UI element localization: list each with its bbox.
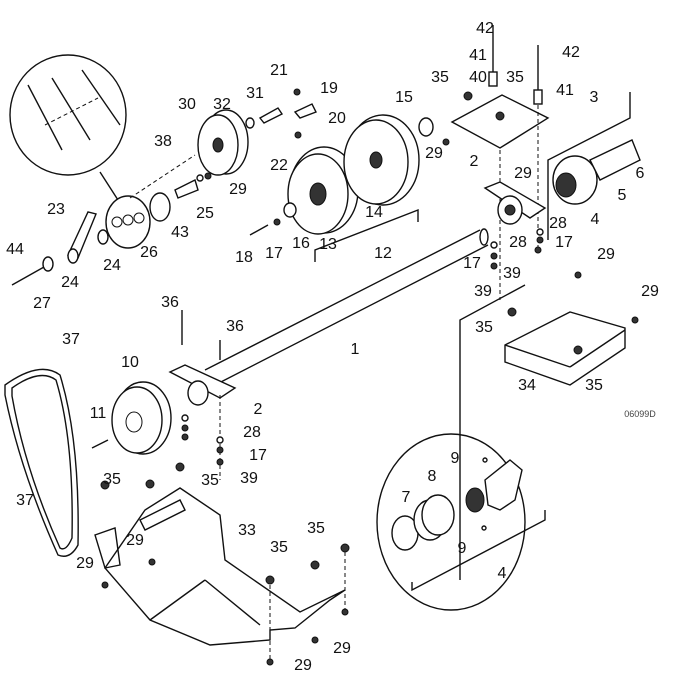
u-joint-detail-callout <box>376 433 546 611</box>
label-7: 7 <box>402 489 411 506</box>
label-29: 29 <box>294 657 312 674</box>
label-31: 31 <box>246 85 264 102</box>
label-29: 29 <box>76 555 94 572</box>
label-43: 43 <box>171 224 189 241</box>
label-29: 29 <box>229 181 247 198</box>
label-16: 16 <box>292 235 310 252</box>
electric-clutch-assembly <box>249 114 434 262</box>
figure-code: 06099D <box>624 409 656 419</box>
label-37: 37 <box>62 331 80 348</box>
label-39: 39 <box>474 283 492 300</box>
label-17: 17 <box>265 245 283 262</box>
label-2: 2 <box>254 401 263 418</box>
label-28: 28 <box>243 424 261 441</box>
label-11: 11 <box>90 405 107 422</box>
label-35: 35 <box>270 539 288 556</box>
label-4: 4 <box>498 565 507 582</box>
label-41: 41 <box>469 47 487 64</box>
label-35: 35 <box>431 69 449 86</box>
label-35: 35 <box>201 472 219 489</box>
bearing-housing-2 <box>483 181 547 270</box>
label-39: 39 <box>503 265 521 282</box>
label-4: 4 <box>591 211 600 228</box>
label-27: 27 <box>33 295 51 312</box>
label-37: 37 <box>16 492 34 509</box>
label-35: 35 <box>585 377 603 394</box>
label-36: 36 <box>226 318 244 335</box>
label-25: 25 <box>196 205 214 222</box>
label-42: 42 <box>562 44 580 61</box>
label-26: 26 <box>140 244 158 261</box>
label-19: 19 <box>320 80 338 97</box>
label-10: 10 <box>121 354 139 371</box>
label-33: 33 <box>238 522 256 539</box>
bearing-housing-left <box>168 310 237 480</box>
label-18: 18 <box>235 249 253 266</box>
label-24: 24 <box>103 257 121 274</box>
label-38: 38 <box>154 133 172 150</box>
label-35: 35 <box>103 471 121 488</box>
label-28: 28 <box>509 234 527 251</box>
belt-37 <box>4 368 79 557</box>
label-29: 29 <box>641 283 659 300</box>
label-22: 22 <box>270 157 288 174</box>
label-2: 2 <box>470 153 479 170</box>
callout-labels: 42 42 41 41 35 40 35 3 15 6 5 4 2 29 29 … <box>6 20 659 674</box>
label-40: 40 <box>469 69 487 86</box>
label-3: 3 <box>590 89 599 106</box>
label-35: 35 <box>506 69 524 86</box>
label-12: 12 <box>374 245 392 262</box>
label-13: 13 <box>319 236 337 253</box>
label-29: 29 <box>126 532 144 549</box>
belt-detail-callout <box>9 54 127 201</box>
label-1: 1 <box>351 341 360 358</box>
label-44: 44 <box>6 241 24 258</box>
label-34: 34 <box>518 377 536 394</box>
label-20: 20 <box>328 110 346 127</box>
drive-shaft-1 <box>204 228 489 386</box>
label-14: 14 <box>365 204 383 221</box>
label-29: 29 <box>597 246 615 263</box>
coupler-assembly-3 <box>547 92 641 240</box>
label-35: 35 <box>307 520 325 537</box>
label-29: 29 <box>333 640 351 657</box>
label-15: 15 <box>395 89 413 106</box>
idler-bracket-assembly <box>11 154 199 286</box>
label-17: 17 <box>463 255 481 272</box>
label-21: 21 <box>270 62 288 79</box>
label-28: 28 <box>549 215 567 232</box>
pulley-30 <box>196 88 317 182</box>
label-42: 42 <box>476 20 494 37</box>
label-5: 5 <box>618 187 627 204</box>
label-36: 36 <box>161 294 179 311</box>
label-9: 9 <box>458 540 467 557</box>
label-9: 9 <box>451 450 460 467</box>
label-6: 6 <box>636 165 645 182</box>
label-17: 17 <box>249 447 267 464</box>
label-39: 39 <box>240 470 258 487</box>
label-30: 30 <box>178 96 196 113</box>
label-8: 8 <box>428 468 437 485</box>
label-23: 23 <box>47 201 65 218</box>
pulley-10 <box>91 381 172 455</box>
shield-33 <box>94 462 350 666</box>
label-35: 35 <box>475 319 493 336</box>
label-29: 29 <box>425 145 443 162</box>
label-29: 29 <box>514 165 532 182</box>
shield-34 <box>459 271 639 580</box>
label-41: 41 <box>556 82 574 99</box>
label-32: 32 <box>213 96 231 113</box>
label-17: 17 <box>555 234 573 251</box>
label-24: 24 <box>61 274 79 291</box>
top-mount-plate <box>442 25 550 300</box>
